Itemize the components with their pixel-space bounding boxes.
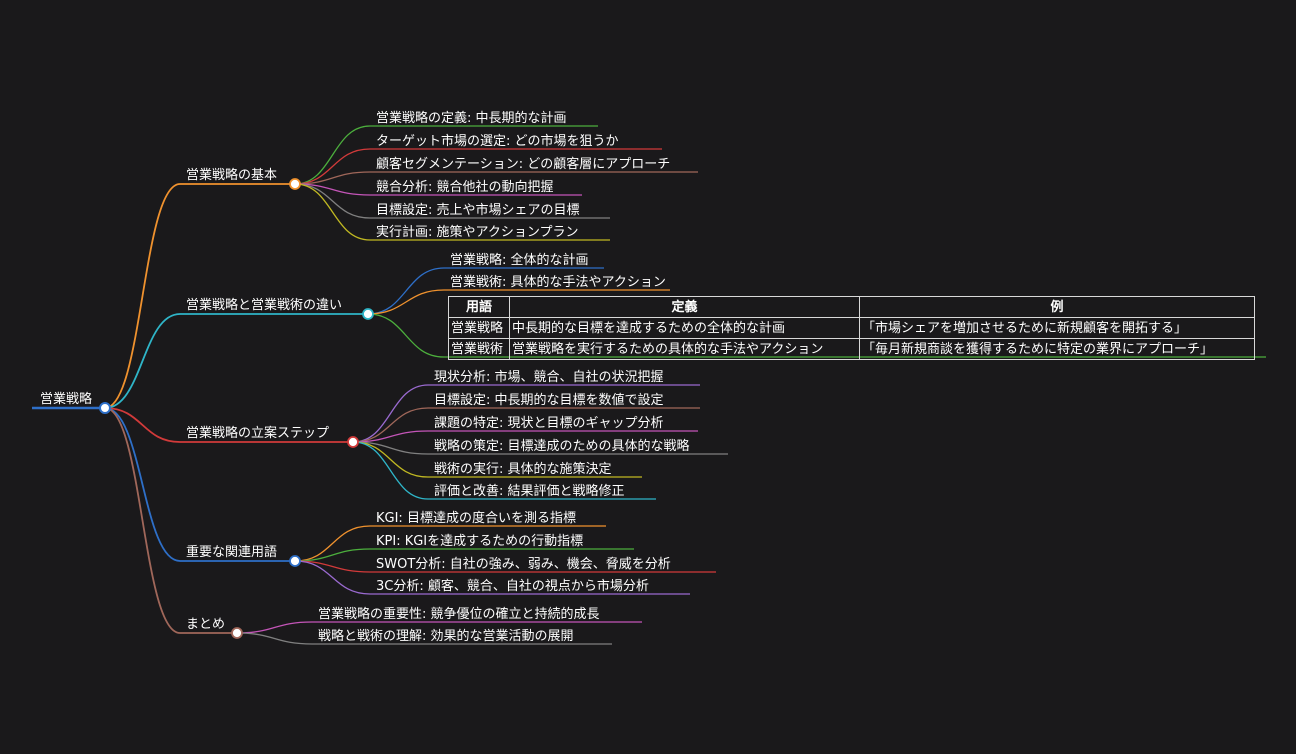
table-cell: 営業戦略を実行するための具体的な手法やアクション [509,338,860,360]
child-node-label: 目標設定: 売上や市場シェアの目標 [376,202,580,218]
child-connector [294,183,371,241]
table-cell: 中長期的な目標を達成するための全体的な計画 [509,317,860,339]
child-connector [367,313,445,358]
child-node-label: 評価と改善: 結果評価と戦略修正 [434,483,625,499]
child-connector [294,560,371,595]
child-connector [352,441,429,500]
branch-node-label: 営業戦略の立案ステップ [186,425,329,441]
branch-node-label: まとめ [186,617,225,632]
child-node-label: 営業戦略: 全体的な計画 [450,252,589,268]
branch-node-circle[interactable] [289,555,301,567]
child-connector [352,384,429,443]
branch-connector [104,313,181,409]
child-connector [294,525,371,562]
child-node-label: KGI: 目標達成の度合いを測る指標 [376,510,576,526]
child-node-label: ターゲット市場の選定: どの市場を狙うか [376,133,619,149]
child-node-label: 戦術の実行: 具体的な施策決定 [434,461,612,477]
child-node-label: 営業戦略の定義: 中長期的な計画 [376,110,567,126]
branch-connector [104,407,181,634]
child-connector [294,183,371,196]
child-connector [294,125,371,185]
table-cell: 営業戦略 [448,317,510,339]
table-cell: 「毎月新規商談を獲得するために特定の業界にアプローチ」 [859,338,1255,360]
child-connector [236,621,313,634]
child-node-label: 営業戦術: 具体的な手法やアクション [450,274,666,290]
child-node-label: 課題の特定: 現状と目標のギャップ分析 [434,415,664,431]
child-connector [367,267,445,315]
table-header-example: 例 [859,296,1255,318]
child-node-label: 現状分析: 市場、競合、自社の状況把握 [434,369,664,385]
branch-node-circle[interactable] [289,178,301,190]
child-node-label: 戦略と戦術の理解: 効果的な営業活動の展開 [318,628,574,644]
root-node-circle[interactable] [99,402,111,414]
child-node-label: 営業戦略の重要性: 競争優位の確立と持続的成長 [318,606,600,622]
branch-node-label: 営業戦略と営業戦術の違い [186,297,342,313]
child-node-label: KPI: KGIを達成するための行動指標 [376,534,583,549]
child-connector [236,632,313,645]
branch-connector [104,407,181,443]
child-node-label: 顧客セグメンテーション: どの顧客層にアプローチ [376,156,670,172]
child-connector [367,289,445,315]
table-header-row: 用語 定義 例 [448,296,1255,318]
child-node-label: 3C分析: 顧客、競合、自社の視点から市場分析 [376,578,649,594]
child-connector [352,407,429,443]
child-node-label: 競合分析: 競合他社の動向把握 [376,179,554,195]
child-node-label: 戦略の策定: 目標達成のための具体的な戦略 [434,438,690,454]
root-node-label: 営業戦略 [40,391,92,407]
table-row: 営業戦略 中長期的な目標を達成するための全体的な計画 「市場シェアを増加させるた… [448,317,1255,339]
table-header-definition: 定義 [509,296,860,318]
branch-node-label: 重要な関連用語 [186,544,277,560]
child-node-label: 実行計画: 施策やアクションプラン [376,224,578,240]
branch-connector [104,407,181,562]
table-row: 営業戦術 営業戦略を実行するための具体的な手法やアクション 「毎月新規商談を獲得… [448,338,1255,360]
strategy-tactics-table: 用語 定義 例 営業戦略 中長期的な目標を達成するための全体的な計画 「市場シェ… [448,296,1255,360]
child-connector [352,441,429,478]
branch-node-circle[interactable] [231,627,243,639]
branch-node-circle[interactable] [362,308,374,320]
branch-node-circle[interactable] [347,436,359,448]
table-header-term: 用語 [448,296,510,318]
branch-node-label: 営業戦略の基本 [186,167,277,183]
child-connector [352,441,429,455]
child-connector [294,148,371,185]
child-node-label: 目標設定: 中長期的な目標を数値で設定 [434,392,664,408]
table-cell: 営業戦術 [448,338,510,360]
child-node-label: SWOT分析: 自社の強み、弱み、機会、脅威を分析 [376,556,671,572]
table-cell: 「市場シェアを増加させるために新規顧客を開拓する」 [859,317,1255,339]
branch-connector [104,183,181,409]
